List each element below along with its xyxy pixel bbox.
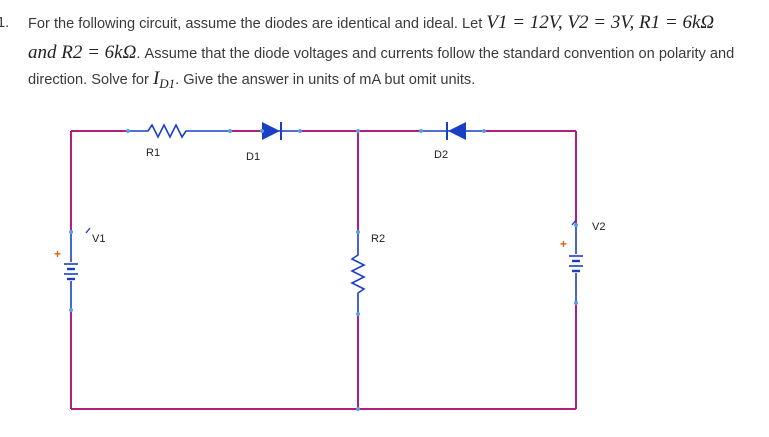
question-text-2: . Assume that the diode voltages and cur… xyxy=(136,46,735,62)
question-number: 1. xyxy=(0,15,10,31)
question-text-1: For the following circuit, assume the di… xyxy=(28,16,483,32)
battery-v1 xyxy=(64,227,91,312)
given-values-math-2: and R2 = 6kΩ xyxy=(28,42,137,63)
node-top-mid xyxy=(356,129,360,133)
label-r2: R2 xyxy=(371,233,385,245)
junction-nodes xyxy=(356,129,360,411)
battery-v2 xyxy=(569,219,583,305)
label-r1: R1 xyxy=(146,147,160,159)
label-d2: D2 xyxy=(434,149,448,161)
target-current-symbol: I xyxy=(152,68,160,89)
v1-plus-sign: + xyxy=(54,247,61,261)
label-d1: D1 xyxy=(246,151,260,163)
given-values-math-1: V1 = 12V, V2 = 3V, R1 = 6kΩ xyxy=(486,12,715,33)
question-line-3: direction. Solve for ID1. Give the answe… xyxy=(28,68,475,95)
diode-d1 xyxy=(260,122,302,140)
question-text-3a: direction. Solve for xyxy=(28,72,149,88)
question-line-2: and R2 = 6kΩ. Assume that the diode volt… xyxy=(28,42,734,65)
label-v1: V1 xyxy=(92,233,105,245)
diode-d2 xyxy=(419,122,486,140)
resistor-r2 xyxy=(350,230,366,316)
resistor-r1 xyxy=(126,123,232,139)
question-text-3b: . Give the answer in units of mA but omi… xyxy=(175,72,476,88)
target-current-subscript: D1 xyxy=(159,75,176,91)
wires xyxy=(70,130,577,410)
v2-plus-sign: + xyxy=(560,237,567,251)
label-v2: V2 xyxy=(592,221,605,233)
node-bottom-mid xyxy=(356,407,360,411)
